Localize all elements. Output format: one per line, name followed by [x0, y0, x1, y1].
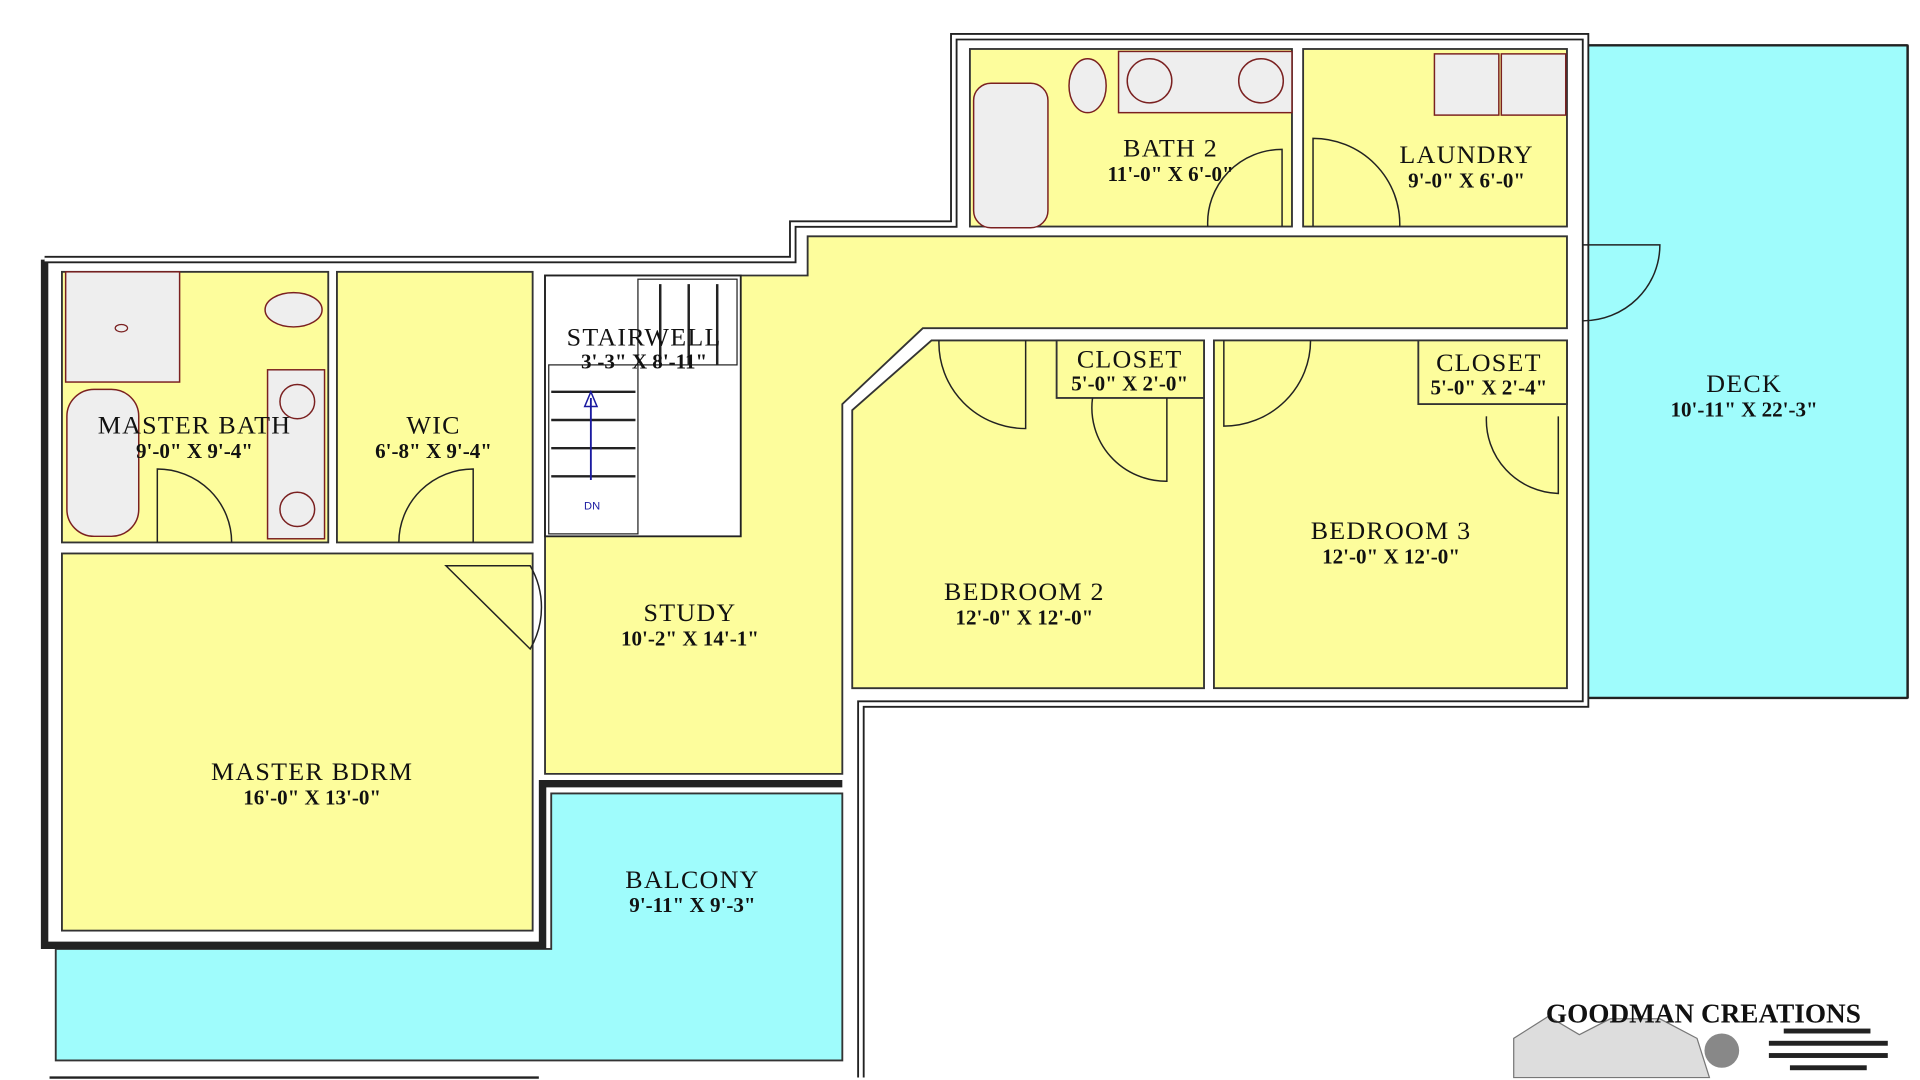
balcony-dims: 9'-11" X 9'-3" — [629, 893, 755, 917]
master-bath-label: MASTER BATH — [98, 411, 292, 440]
master-bath-dims: 9'-0" X 9'-4" — [136, 439, 253, 463]
shower-icon — [64, 271, 181, 383]
washer-icon — [1433, 53, 1500, 116]
sink-icon — [279, 491, 316, 528]
closet2-dims: 5'-0" X 2'-4" — [1430, 375, 1547, 399]
laundry-label: LAUNDRY — [1399, 140, 1533, 169]
study-dims: 10'-2" X 14'-1" — [621, 626, 759, 650]
fixtures — [64, 50, 1567, 540]
deck-dims: 10'-11" X 22'-3" — [1670, 397, 1817, 421]
logo-title: GOODMAN CREATIONS — [1546, 999, 1861, 1029]
closet1-area — [1055, 339, 1205, 399]
sink-icon — [1237, 58, 1285, 104]
staircase: DN — [548, 278, 738, 535]
sink-icon — [279, 383, 316, 420]
bedroom2-dims: 12'-0" X 12'-0" — [955, 606, 1093, 630]
stair-dn-label: DN — [584, 500, 600, 512]
master-bdrm-area — [61, 552, 534, 932]
bathtub-icon — [972, 82, 1049, 229]
master-bdrm-dims: 16'-0" X 13'-0" — [243, 786, 381, 810]
closet2-area — [1417, 339, 1568, 405]
stairwell-label: STAIRWELL — [567, 322, 722, 351]
bedroom2-label: BEDROOM 2 — [944, 577, 1105, 606]
sink-icon — [1126, 58, 1173, 104]
dryer-icon — [1500, 53, 1567, 116]
study-label: STUDY — [644, 598, 737, 627]
stairwell-dims: 3'-3" X 8'-11" — [581, 350, 707, 374]
closet1-label: CLOSET — [1077, 344, 1183, 373]
bath2-label: BATH 2 — [1123, 134, 1218, 163]
wic-label: WIC — [406, 411, 460, 440]
bathtub-icon — [66, 388, 140, 538]
toilet-icon — [1068, 58, 1107, 114]
deck-label: DECK — [1706, 369, 1782, 398]
laundry-dims: 9'-0" X 6'-0" — [1408, 168, 1525, 192]
bedroom3-label: BEDROOM 3 — [1311, 516, 1472, 545]
wic-dims: 6'-8" X 9'-4" — [375, 439, 492, 463]
doors — [156, 137, 1661, 651]
balcony-label: BALCONY — [625, 865, 759, 894]
bedroom3-dims: 12'-0" X 12'-0" — [1322, 544, 1460, 568]
master-bdrm-label: MASTER BDRM — [211, 757, 413, 786]
bath2-dims: 11'-0" X 6'-0" — [1107, 162, 1233, 186]
toilet-icon — [264, 291, 323, 328]
exterior-walls — [40, 33, 1909, 1079]
closet2-label: CLOSET — [1436, 348, 1542, 377]
wic-area — [336, 270, 534, 544]
closet1-dims: 5'-0" X 2'-0" — [1071, 372, 1188, 396]
balcony-area — [54, 792, 844, 1062]
study-hall-area — [544, 235, 1568, 775]
company-logo: GOODMAN CREATIONS — [1513, 999, 1888, 1079]
